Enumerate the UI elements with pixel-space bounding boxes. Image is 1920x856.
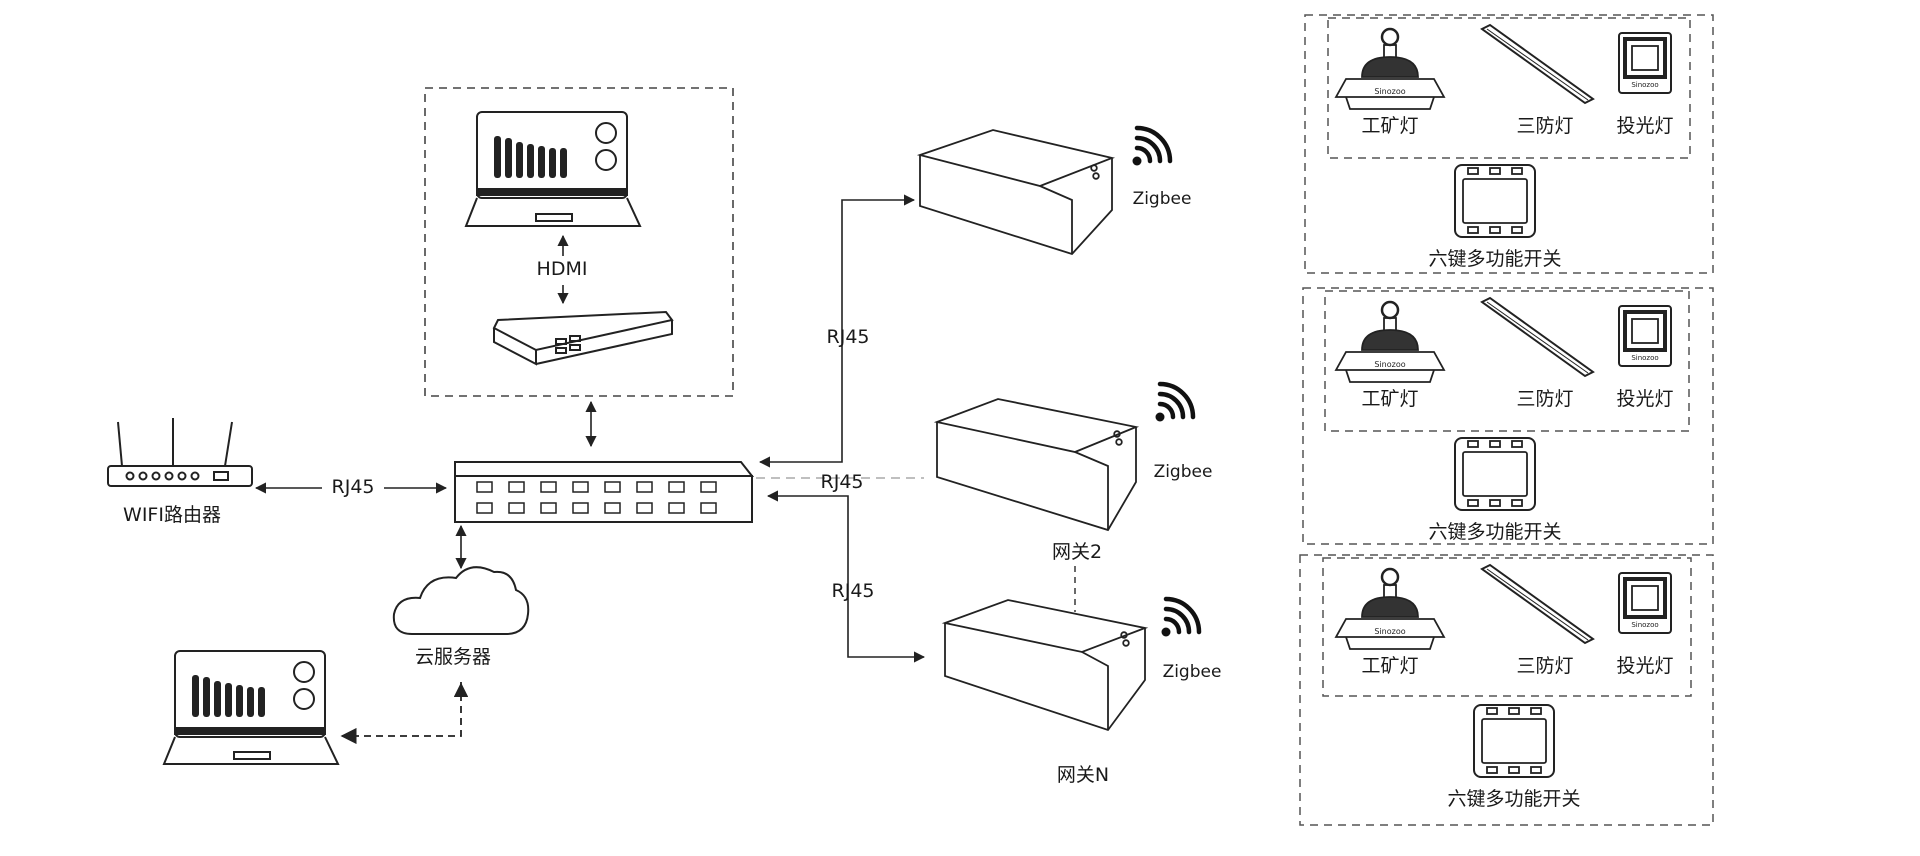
switch-gatewayN-link — [766, 490, 926, 663]
highbay-lamp-icon: Sinozoo — [1334, 27, 1446, 110]
six-key-switch-icon — [1454, 437, 1536, 511]
panel-frame — [1304, 14, 1714, 274]
highbay-lamp-icon: Sinozoo — [1334, 300, 1446, 383]
lamp-label: 投光灯 — [1616, 655, 1674, 677]
brand-text: Sinozoo — [1374, 360, 1405, 369]
cloud-server-label: 云服务器 — [414, 646, 492, 668]
flood-light-icon: Sinozoo — [1618, 32, 1672, 94]
rj45-bottom-label: RJ45 — [831, 580, 875, 602]
brand-text: Sinozoo — [1374, 627, 1405, 636]
monitor-icon — [464, 111, 642, 227]
panel-frame — [1302, 287, 1714, 545]
cloud-icon — [392, 566, 530, 635]
wifi-router-icon — [107, 418, 253, 487]
lamp-label: 工矿灯 — [1361, 655, 1419, 677]
gateway-2-icon — [933, 398, 1140, 532]
laptop-icon — [162, 650, 340, 765]
set-top-box-icon — [492, 310, 674, 366]
zigbee-label-1: Zigbee — [1132, 189, 1192, 209]
signal-icon — [1155, 381, 1196, 422]
switch-label: 六键多功能开关 — [1447, 788, 1581, 810]
switch-label: 六键多功能开关 — [1428, 248, 1562, 270]
rj45-top-label: RJ45 — [826, 326, 870, 348]
triproof-lamp-icon — [1480, 296, 1595, 378]
highbay-lamp-icon: Sinozoo — [1334, 567, 1446, 650]
rj45-router-label: RJ45 — [331, 476, 375, 498]
signal-icon — [1161, 596, 1202, 637]
triproof-lamp-icon — [1480, 563, 1595, 645]
network-switch-icon — [454, 461, 755, 523]
gateway-2-label: 网关2 — [1051, 541, 1103, 563]
zigbee-label-n: Zigbee — [1162, 662, 1222, 682]
flood-light-icon: Sinozoo — [1618, 572, 1672, 634]
wifi-router-label: WIFI路由器 — [123, 504, 221, 526]
gateway-n-icon — [941, 599, 1149, 732]
switch-gateway1-link — [758, 194, 916, 468]
brand-text: Sinozoo — [1374, 87, 1405, 96]
lamp-label: 工矿灯 — [1361, 388, 1419, 410]
switch-label: 六键多功能开关 — [1428, 521, 1562, 543]
flood-light-icon: Sinozoo — [1618, 305, 1672, 367]
lamp-label: 三防灯 — [1516, 115, 1574, 137]
panel-frame — [1299, 554, 1714, 826]
lamp-group-frame — [1322, 557, 1692, 697]
lamp-label: 投光灯 — [1616, 388, 1674, 410]
control-group-frame — [424, 87, 734, 397]
hdmi-label: HDMI — [536, 258, 588, 280]
lamp-label: 工矿灯 — [1361, 115, 1419, 137]
lamp-label: 投光灯 — [1616, 115, 1674, 137]
brand-text: Sinozoo — [1631, 354, 1658, 362]
brand-text: Sinozoo — [1631, 81, 1658, 89]
signal-icon — [1132, 125, 1173, 166]
lamp-label: 三防灯 — [1516, 388, 1574, 410]
rj45-middle-label: RJ45 — [820, 471, 864, 493]
six-key-switch-icon — [1454, 164, 1536, 238]
brand-text: Sinozoo — [1631, 621, 1658, 629]
zigbee-label-2: Zigbee — [1153, 462, 1213, 482]
lamp-label: 三防灯 — [1516, 655, 1574, 677]
cloud-laptop-link — [340, 682, 462, 745]
six-key-switch-icon — [1473, 704, 1555, 778]
gateway-1-icon — [916, 129, 1116, 256]
gateway-n-label: 网关N — [1056, 764, 1110, 786]
lamp-group-frame — [1324, 290, 1690, 432]
triproof-lamp-icon — [1480, 23, 1595, 105]
